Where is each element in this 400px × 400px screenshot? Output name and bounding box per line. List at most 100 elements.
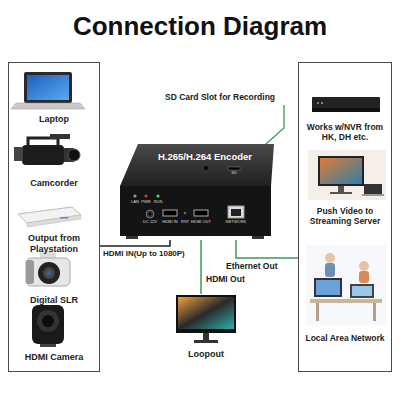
streaming-laptop-base [362, 194, 384, 196]
lan-person-body [325, 263, 335, 277]
console-side [27, 215, 81, 227]
laptop-screen [27, 75, 69, 100]
nvr-front [312, 108, 380, 112]
port-label: NETWORK [226, 220, 246, 224]
led-label: LAN [131, 200, 139, 204]
nvr-led [317, 102, 319, 104]
status-led [144, 194, 147, 197]
dslr-lens-ring [43, 267, 55, 279]
node-text: Local Area Network [299, 333, 391, 343]
dslr-lens-glass [46, 270, 52, 276]
status-led [133, 194, 136, 197]
console-icon [18, 207, 81, 227]
device-front [120, 186, 271, 236]
lan-person-head [325, 253, 335, 263]
streaming-monitor [318, 156, 364, 186]
hdmi-in-port [163, 210, 177, 216]
node-text: Works w/NVR from HK, DH etc. [300, 122, 390, 142]
device-foot [252, 236, 264, 239]
hdmi-out-port [194, 210, 208, 216]
port-label: HDMI OUT [191, 220, 211, 224]
monitor-bezel [176, 295, 236, 333]
node-text: Loopout [168, 349, 244, 360]
monitor-stand [203, 333, 209, 340]
camcorder-mic [50, 134, 70, 139]
lan-person-body [359, 271, 369, 283]
laptop-lid [24, 72, 72, 103]
hdmi-in-cable [100, 240, 170, 246]
rj45-socket [231, 209, 241, 216]
dslr-icon [26, 251, 70, 286]
lan-icon [306, 245, 386, 325]
loopout-monitor: Loopout [168, 294, 244, 366]
console-light [60, 217, 68, 219]
device-foot [126, 236, 138, 239]
status-led [156, 194, 159, 197]
connector-label: HDMI IN(Up to 1080P) [103, 249, 185, 258]
lan-monitor-screen [316, 280, 340, 295]
lan-monitor [314, 278, 342, 297]
node-text: Output from Playstation [11, 233, 97, 255]
lan-desk [310, 299, 382, 303]
camera-body [32, 305, 64, 344]
node-text: HDMI Camera [11, 352, 97, 363]
connector-label: Ethernet Out [226, 261, 277, 271]
ethernet-cable [236, 240, 298, 258]
streaming-video [320, 158, 362, 184]
port-label: DC 12V [143, 220, 157, 224]
camcorder-handle [28, 138, 58, 145]
slot-label: SD [231, 171, 237, 175]
streaming-base [330, 192, 352, 194]
dc-jack-pin [149, 213, 152, 216]
camera-base [40, 344, 56, 347]
destination-panel: Works w/NVR from HK, DH etc. Push Video t… [298, 62, 392, 372]
camera-lens [37, 310, 59, 332]
camera-lens-glass [42, 315, 54, 327]
hdmi-out-cable [200, 240, 202, 294]
rj45-port [228, 206, 244, 218]
streaming-icon [308, 150, 386, 200]
lan-scene [306, 245, 386, 325]
lan-desk-leg [316, 303, 319, 321]
port-label: RST [181, 220, 189, 224]
diagram-title: Connection Diagram [0, 11, 400, 42]
connector-label: HDMI Out [206, 274, 245, 284]
dc-jack [146, 210, 154, 218]
lan-laptop [350, 284, 374, 298]
device-button [204, 166, 208, 170]
camcorder-body [22, 145, 64, 165]
reset-hole [184, 212, 187, 215]
node-text: Digital SLR [11, 295, 97, 306]
sd-slot [228, 167, 240, 170]
lan-person-head [359, 261, 369, 271]
laptop-base [11, 103, 85, 109]
camcorder-icon [14, 134, 80, 165]
streaming-laptop [364, 184, 382, 194]
device-top [120, 144, 274, 186]
nvr-led [321, 102, 323, 104]
nvr-body [312, 97, 380, 112]
streaming-stand [338, 186, 344, 192]
callout-label: SD Card Slot for Recording [165, 93, 275, 102]
led-label: RUN [154, 200, 163, 204]
port-label: HDMI IN [162, 220, 177, 224]
node-text: Camcorder [11, 178, 97, 189]
led-label: PWR [141, 200, 150, 204]
dslr-body [26, 258, 70, 286]
node-text: Laptop [11, 114, 97, 125]
node-text: Push Video to Streaming Server [300, 206, 390, 226]
camcorder-lens [68, 149, 80, 161]
streaming-scene [308, 150, 386, 200]
lan-desk-leg [373, 303, 376, 321]
encoder-device: H.265/H.264 Encoder [118, 140, 276, 240]
dslr-lens [38, 262, 60, 284]
node-text: H.265/H.264 Encoder [146, 151, 264, 162]
source-panel: LaptopCamcorderOutput from PlaystationDi… [8, 62, 100, 372]
camcorder-screen [14, 147, 23, 161]
hdmi-camera-icon [32, 305, 64, 347]
lan-laptop-screen [352, 286, 372, 296]
dslr-grip [26, 260, 34, 284]
monitor-screen [178, 297, 234, 329]
nvr-icon [312, 97, 380, 112]
